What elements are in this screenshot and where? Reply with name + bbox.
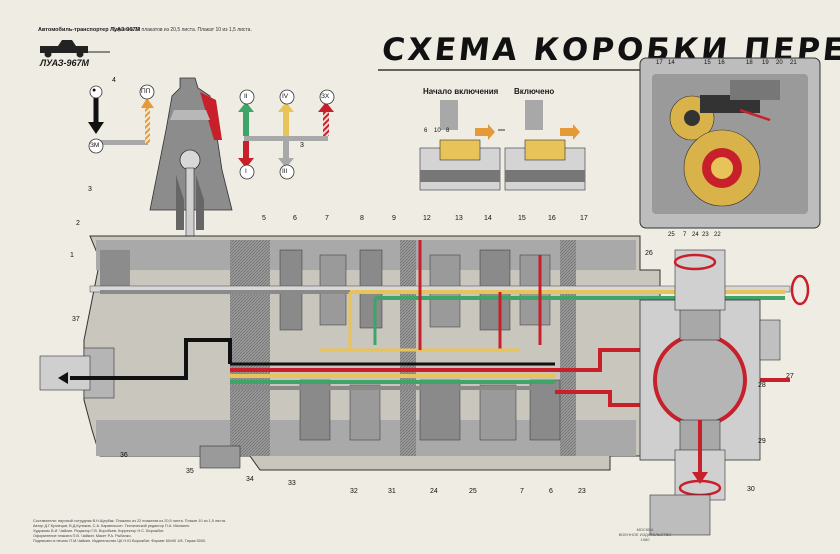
part-number: 7 [683,232,687,238]
part-number: 6 [549,488,553,495]
part-number: 31 [388,488,396,495]
part-number: 7 [325,215,329,222]
label-low-range: ЗМ [90,142,100,149]
part-number: 24 [692,232,699,238]
part-number: 16 [718,60,725,66]
part-number: 24 [430,488,438,495]
bottom-flange [199,445,241,469]
part-number: 6 [424,128,428,134]
part-number: 25 [469,488,477,495]
part-number: 14 [484,215,492,222]
part-number: 23 [578,488,586,495]
label-high-range: ПП [141,88,151,95]
part-number: 15 [704,60,711,66]
part-number: 3 [88,186,92,193]
credits-line: Составители: научный сотрудник В.Н.Щерба… [33,519,227,523]
synchronizer-inset [419,100,586,191]
part-number: 17 [580,215,588,222]
part-number: 10 [434,128,441,134]
part-number: 27 [786,373,794,380]
shift-tower [149,77,233,249]
part-number: 5 [262,215,266,222]
label-low-range-marker: ● [92,87,97,94]
part-number: 18 [746,60,753,66]
part-number: 20 [776,60,783,66]
label-gear-fourth: IV [282,93,289,100]
label-gear-second: II [244,93,248,100]
part-number: 8 [446,128,450,134]
part-number: 36 [120,452,128,459]
model-badge: ЛУАЗ-967М [40,58,90,68]
differential [639,249,810,501]
credits-line: Оформление плаката П.В. Чайкин. Макет Р.… [33,534,132,538]
label-gear-reverse: ЗХ [321,93,330,100]
part-number: 33 [288,480,296,487]
part-number: 14 [668,60,675,66]
label-gear-third: III [282,168,288,175]
credits-line: Художник В.И. Чайкин. Редактор Г.В. Воро… [33,529,165,533]
part-number: 8 [360,215,364,222]
part-number: 26 [645,250,653,257]
part-number: 23 [702,232,709,238]
part-number: 32 [350,488,358,495]
part-number: 17 [656,60,663,66]
poster-subtitle: Автомобиль-транспортер ЛуАЗ-967М [38,27,141,33]
credits-line: Автор Д.Г.Кузнецов, В.Д.Куликов, С.А. Ка… [33,524,190,528]
label-gear-first: I [245,168,247,175]
part-number: 35 [186,468,194,475]
part-number: 19 [762,60,769,66]
part-number: 4 [112,77,116,84]
part-number: 6 [293,215,297,222]
part-number: 28 [758,382,766,389]
part-number: 25 [668,232,675,238]
part-number: 22 [714,232,721,238]
part-number: 1 [70,252,74,259]
part-number: 21 [790,60,797,66]
part-number: 16 [548,215,556,222]
part-number: 34 [246,476,254,483]
part-number: 15 [518,215,526,222]
part-number: 7 [520,488,524,495]
part-number: 12 [423,215,431,222]
vehicle-silhouette-icon [40,40,110,58]
part-number: 3 [300,142,304,149]
part-number: 9 [392,215,396,222]
imprint-year: 1980 [640,537,650,542]
gear-cutaway-inset [639,57,821,229]
part-number: 2 [76,220,80,227]
sync-engaged-label: Включено [514,87,555,96]
imprint-publisher: ВОЕННОЕ ИЗДАТЕЛЬСТВО [618,532,672,537]
sync-start-label: Начало включения [423,87,499,96]
lower-axle-housing [649,494,711,536]
part-number: 29 [758,438,766,445]
part-number: 37 [72,316,80,323]
part-number: 13 [455,215,463,222]
power-flow-paths [58,240,790,407]
part-number: 30 [747,486,755,493]
poster-series-note: Серия из 22 плакатов из 20,5 листа. Плак… [112,27,252,33]
imprint-city: МОСКВА [636,527,654,532]
shift-pattern-diagram [88,84,335,180]
credits-line: Подписано в печать П.М.Чайкин. Издательс… [33,539,207,543]
